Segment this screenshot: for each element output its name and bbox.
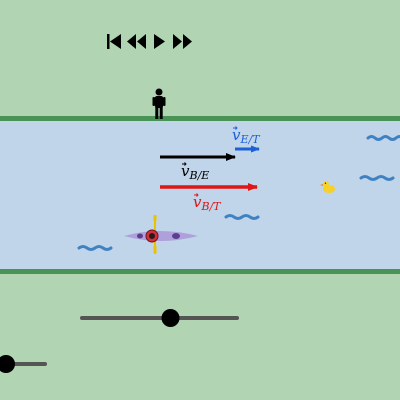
paddle-blade-bottom bbox=[153, 246, 157, 253]
rewind-icon bbox=[127, 34, 146, 49]
skip-start-button[interactable] bbox=[107, 34, 121, 49]
paddle-blade-top bbox=[153, 215, 157, 221]
paddler-head bbox=[149, 233, 155, 239]
skip-start-icon bbox=[107, 34, 110, 49]
secondary-slider-knob[interactable] bbox=[0, 355, 15, 373]
vector-arrow-accent bbox=[194, 193, 199, 197]
v-earth-water-symbol: v bbox=[232, 126, 241, 144]
vector-v-boat-water: vB/T bbox=[160, 183, 258, 213]
v-earth-water-label: vE/T bbox=[232, 126, 261, 146]
secondary-slider[interactable] bbox=[0, 355, 47, 373]
wave bbox=[77, 245, 113, 251]
primary-slider[interactable] bbox=[80, 309, 239, 327]
river-edge-top bbox=[0, 116, 400, 121]
primary-slider-knob[interactable] bbox=[161, 309, 180, 327]
v-boat-earth-symbol: v bbox=[181, 162, 190, 180]
v-boat-earth-label: vB/E bbox=[181, 162, 209, 182]
vector-v-earth-water: vE/T bbox=[232, 126, 261, 153]
play-button[interactable] bbox=[154, 34, 165, 49]
duck-icon bbox=[320, 181, 335, 193]
fast-forward-icon bbox=[173, 34, 192, 49]
v-boat-earth-subscript: B/E bbox=[188, 169, 209, 182]
kayak-hull bbox=[124, 231, 198, 241]
vector-arrow-accent bbox=[182, 162, 187, 166]
lower-bank bbox=[0, 272, 400, 400]
wave bbox=[224, 214, 260, 220]
river bbox=[0, 119, 400, 271]
skip-start-icon-arrow bbox=[110, 34, 121, 49]
kayak-icon bbox=[124, 215, 198, 254]
kayak-cockpit-front bbox=[172, 233, 180, 239]
wave bbox=[359, 175, 395, 181]
person-icon bbox=[152, 88, 166, 119]
v-earth-water-subscript: E/T bbox=[239, 133, 261, 146]
playback-controls bbox=[107, 34, 192, 49]
vector-arrow-accent bbox=[233, 126, 238, 130]
water-waves bbox=[77, 135, 400, 251]
v-boat-water-subscript: B/T bbox=[200, 200, 222, 213]
play-icon bbox=[154, 34, 165, 49]
fast-forward-button[interactable] bbox=[173, 34, 192, 49]
kayak-cockpit-rear bbox=[137, 233, 143, 239]
river-edge-bottom bbox=[0, 269, 400, 274]
vector-v-boat-earth: vB/E bbox=[160, 153, 236, 182]
upper-bank bbox=[0, 0, 400, 118]
v-boat-water-symbol: v bbox=[193, 193, 202, 211]
wave bbox=[366, 135, 400, 141]
rewind-button[interactable] bbox=[127, 34, 146, 49]
v-boat-water-label: vB/T bbox=[193, 193, 222, 213]
